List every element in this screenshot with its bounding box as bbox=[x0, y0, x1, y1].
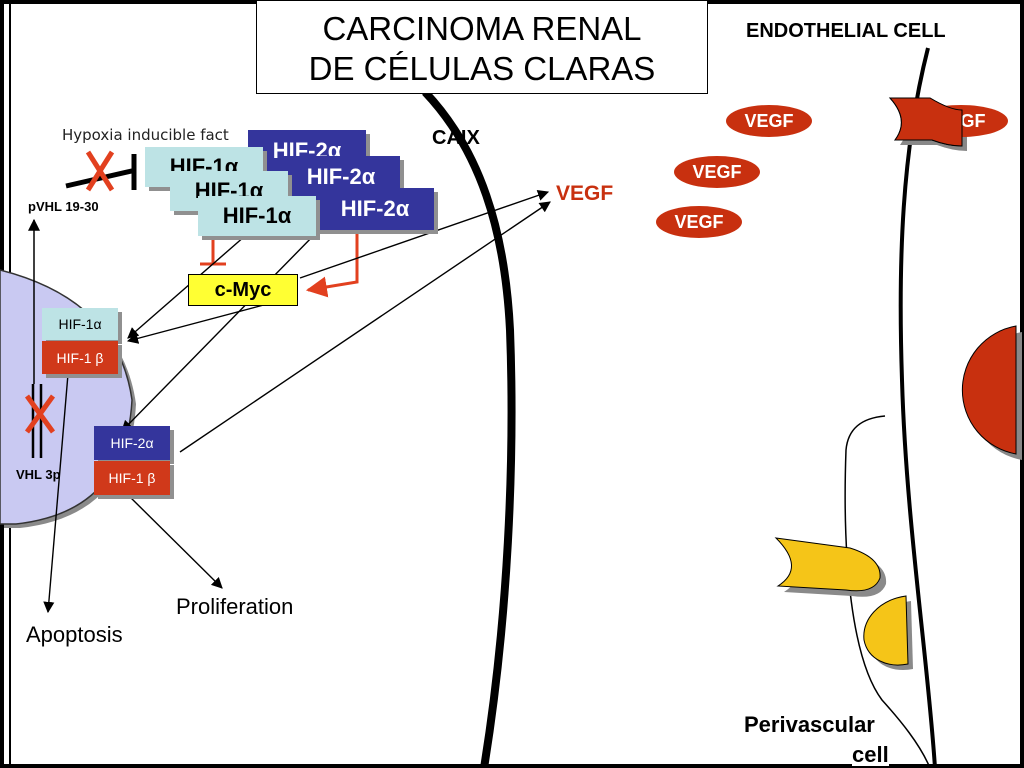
vhl-label: VHL 3p bbox=[16, 467, 61, 482]
hif2a-box-front: HIF-2α bbox=[316, 188, 434, 230]
apoptosis-label: Apoptosis bbox=[26, 622, 123, 647]
endothelial-membrane bbox=[898, 47, 937, 768]
perivascular-label-line-1: Perivascular bbox=[744, 712, 875, 737]
vegf-oval-3: VEGF bbox=[656, 206, 742, 238]
title-box: CARCINOMA RENAL DE CÉLULAS CLARAS bbox=[256, 0, 708, 94]
perivascular-receptor-half bbox=[863, 595, 913, 670]
endothelial-vegf-receptor-right bbox=[961, 325, 1022, 460]
hif2a-activates-cmyc bbox=[305, 230, 359, 298]
cmyc-box: c-Myc bbox=[188, 274, 298, 306]
vegf-oval-1: VEGF bbox=[726, 105, 812, 137]
perivascular-cell-outline bbox=[844, 415, 931, 768]
caix-label: CAIX bbox=[432, 127, 480, 149]
perivascular-label-line-2: cell bbox=[852, 742, 889, 767]
vegf-oval-2: VEGF bbox=[674, 156, 760, 188]
nucleus-hif1a-box: HIF-1α bbox=[42, 308, 118, 340]
signal-arrows bbox=[43, 190, 551, 614]
vegf-oval-bound: VEGF bbox=[914, 105, 1008, 137]
hif1a-inhibits-cmyc bbox=[200, 236, 226, 266]
hypoxia-label: Hypoxia inducible fact bbox=[62, 126, 229, 144]
vhl-gene-knockout bbox=[24, 384, 56, 458]
title-line-1: CARCINOMA RENAL bbox=[322, 10, 642, 47]
vegf-secreted-label: VEGF bbox=[556, 182, 614, 205]
pvhl-inhibition-knockout bbox=[65, 150, 137, 192]
endothelial-cell-label: ENDOTHELIAL CELL bbox=[746, 20, 946, 42]
nucleus-hif1b-box-lower: HIF-1 β bbox=[94, 461, 170, 495]
title-line-2: DE CÉLULAS CLARAS bbox=[308, 50, 656, 87]
nucleus-hif2a-box: HIF-2α bbox=[94, 426, 170, 460]
perivascular-receptor-clamp bbox=[774, 537, 887, 597]
nucleus-hif1b-box-upper: HIF-1 β bbox=[42, 341, 118, 374]
proliferation-label: Proliferation bbox=[176, 594, 294, 619]
pvhl-label: pVHL 19-30 bbox=[28, 199, 99, 214]
hif1a-box-front: HIF-1α bbox=[198, 196, 316, 236]
tumor-cell-membrane bbox=[422, 89, 516, 768]
